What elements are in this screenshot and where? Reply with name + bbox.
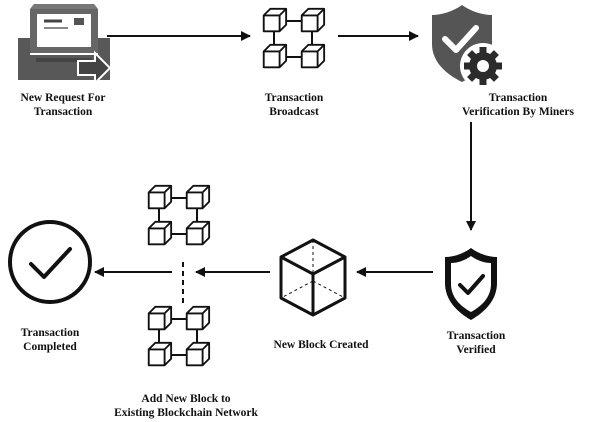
shield-gear-icon (432, 5, 506, 89)
check-circle-icon (8, 220, 92, 304)
label-verification-line2: Verification By Miners (461, 106, 574, 118)
label-broadcast-line2: Broadcast (269, 106, 319, 118)
label-new-request-line1: New Request For (20, 92, 106, 104)
shield-check-icon (445, 248, 497, 320)
label-completed-line2: Completed (23, 341, 77, 353)
cube-icon (279, 238, 347, 317)
label-completed: Transaction Completed (0, 326, 100, 354)
label-new-block: New Block Created (256, 338, 386, 352)
label-verified: Transaction Verified (421, 329, 531, 357)
blockchain-cubes-icon (264, 9, 324, 67)
label-new-request: New Request For Transaction (3, 91, 123, 119)
flow-arrows (94, 31, 476, 304)
label-verified-line1: Transaction (446, 330, 506, 342)
label-new-block-line1: New Block Created (273, 339, 369, 351)
label-add-block: Add New Block to Existing Blockchain Net… (101, 392, 271, 420)
label-broadcast-line1: Transaction (264, 92, 324, 104)
label-add-block-line2: Existing Blockchain Network (114, 407, 258, 419)
label-verification: Transaction Verification By Miners (443, 91, 593, 119)
label-completed-line1: Transaction (20, 327, 80, 339)
blockchain-cubes-top-icon (149, 186, 209, 244)
label-verification-line1: Transaction (488, 92, 548, 104)
label-verified-line2: Verified (456, 344, 496, 356)
label-add-block-line1: Add New Block to (141, 393, 231, 405)
envelope-tray-icon (18, 4, 112, 86)
label-broadcast: Transaction Broadcast (239, 91, 349, 119)
blockchain-cubes-bottom-icon (149, 307, 209, 365)
label-new-request-line2: Transaction (33, 106, 93, 118)
